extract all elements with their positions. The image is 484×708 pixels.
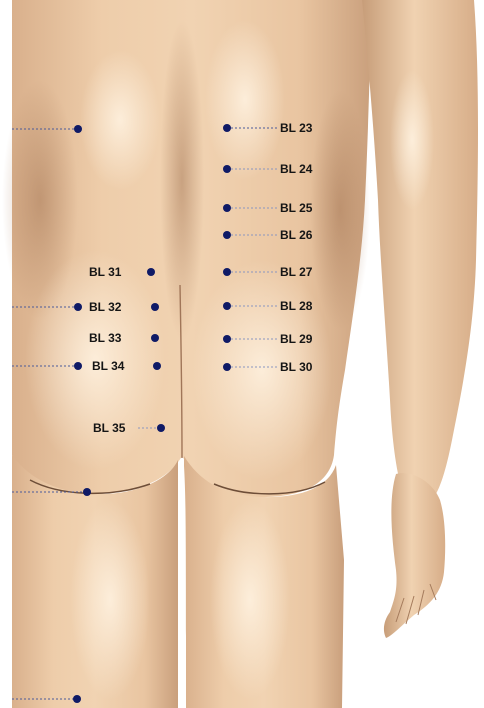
left-thigh-highlight: [70, 500, 150, 700]
bl27-dot[interactable]: [223, 268, 231, 276]
thigh-dot[interactable]: [73, 695, 81, 703]
bl34-dot[interactable]: [153, 362, 161, 370]
bl26-label: BL 26: [280, 228, 313, 242]
right-hand: [384, 473, 445, 638]
spine-shadow: [160, 20, 204, 340]
leg-gap: [178, 466, 186, 708]
bl26-dot[interactable]: [223, 231, 231, 239]
bl23-label: BL 23: [280, 121, 313, 135]
bl31-dot[interactable]: [147, 268, 155, 276]
bl31-label: BL 31: [89, 265, 122, 279]
bl25-label: BL 25: [280, 201, 313, 215]
bl35-label: BL 35: [93, 421, 126, 435]
bl28-dot[interactable]: [223, 302, 231, 310]
back-highlight-left: [80, 50, 160, 190]
bl32-lateral-dot[interactable]: [74, 303, 82, 311]
right-back-shadow: [310, 90, 370, 330]
bl29-dot[interactable]: [223, 335, 231, 343]
bl30-label: BL 30: [280, 360, 313, 374]
right-thigh-highlight: [210, 500, 290, 700]
bl33-dot[interactable]: [151, 334, 159, 342]
bl24-label: BL 24: [280, 162, 313, 176]
back-highlight-right: [205, 20, 285, 180]
arm-highlight: [390, 70, 434, 210]
bl30-dot[interactable]: [223, 363, 231, 371]
bl33-label: BL 33: [89, 331, 122, 345]
bl32-label: BL 32: [89, 300, 122, 314]
bl27-label: BL 27: [280, 265, 313, 279]
bl34-lateral-dot[interactable]: [74, 362, 82, 370]
bl25-dot[interactable]: [223, 204, 231, 212]
bl24-dot[interactable]: [223, 165, 231, 173]
bl32-dot[interactable]: [151, 303, 159, 311]
bl29-label: BL 29: [280, 332, 313, 346]
bl28-label: BL 28: [280, 299, 313, 313]
bl35-dot[interactable]: [157, 424, 165, 432]
bl23-dot[interactable]: [223, 124, 231, 132]
gluteal-fold-dot[interactable]: [83, 488, 91, 496]
bl34-label: BL 34: [92, 359, 125, 373]
upper-lateral-dot[interactable]: [74, 125, 82, 133]
